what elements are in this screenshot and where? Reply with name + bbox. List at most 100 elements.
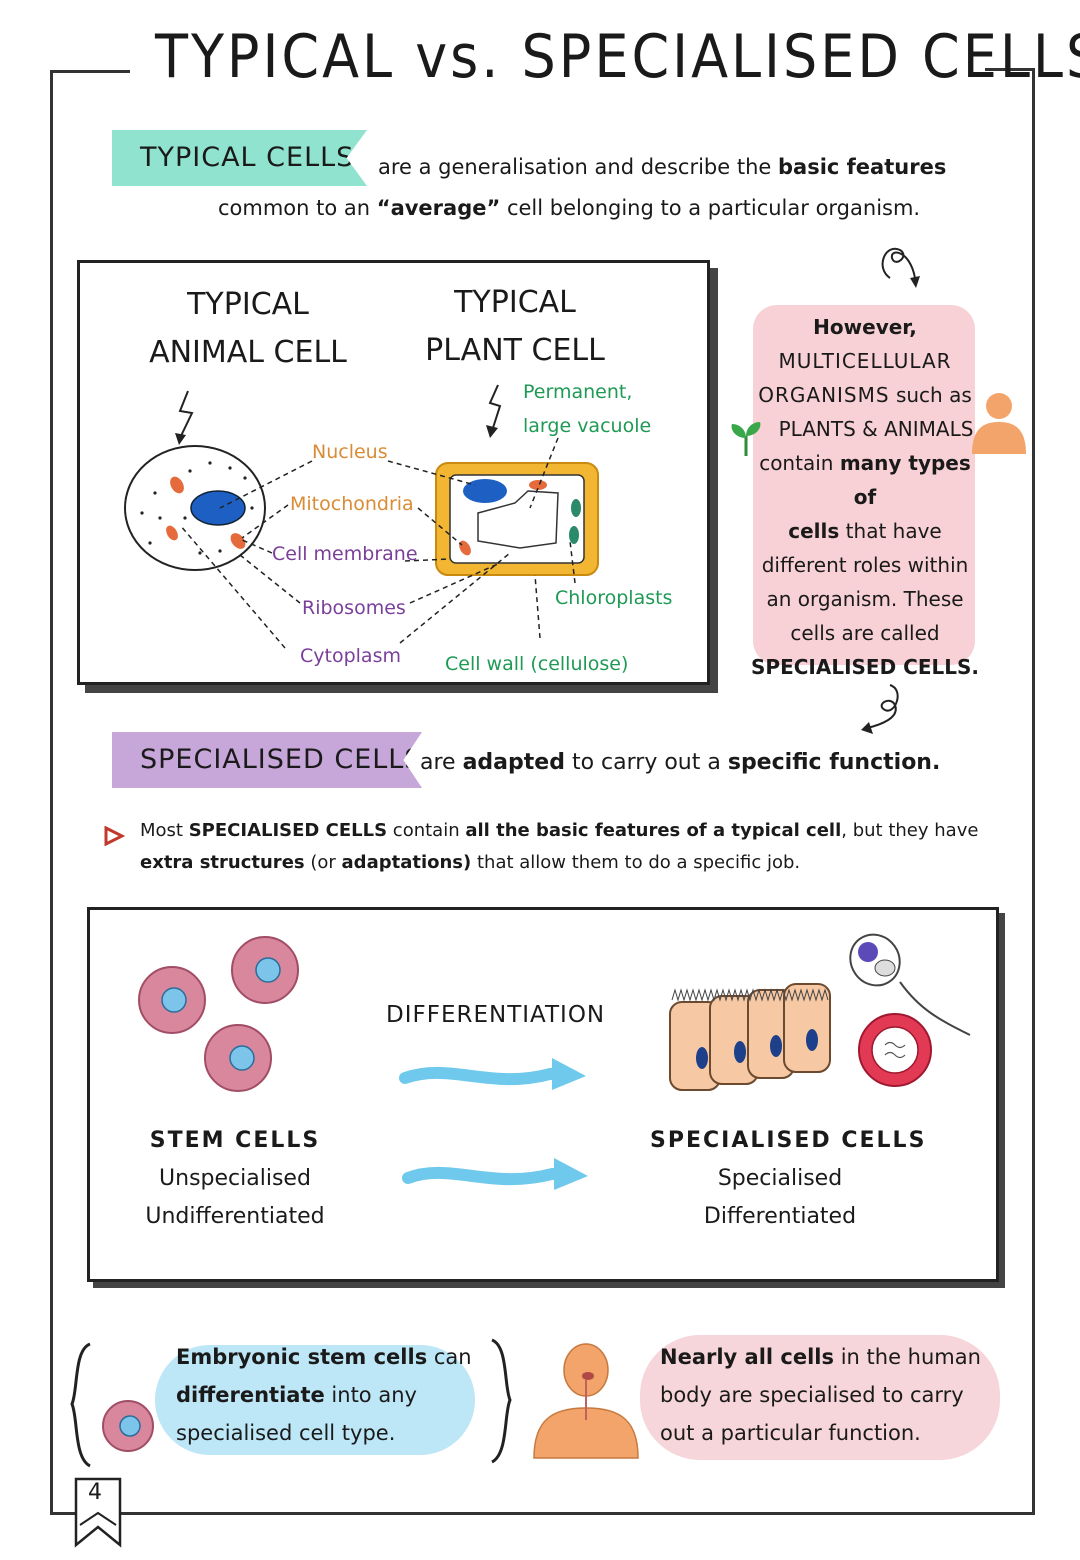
typical-cells-banner-label: TYPICAL CELLS <box>140 142 355 173</box>
specialised-cells-caption: SPECIALISED CELLS Specialised Differenti… <box>650 1122 924 1236</box>
note-line: such as <box>895 383 972 407</box>
page-number-bookmark <box>74 1477 122 1548</box>
note-text: into any <box>331 1383 417 1407</box>
mitochondrion <box>529 480 547 490</box>
note-line: MULTICELLULAR <box>778 349 952 373</box>
intro-text: cell belonging to a particular organism. <box>506 196 921 220</box>
intro-bold: basic features <box>778 155 947 179</box>
stem-cell-icon <box>102 1400 154 1452</box>
intro-text: are <box>420 750 456 775</box>
plant-arrow <box>488 384 502 432</box>
note-text: out a particular function. <box>660 1421 921 1445</box>
bullet-line-2: extra structures (or adaptations) that a… <box>140 852 800 873</box>
intro-bold: adapted <box>462 750 565 775</box>
embryonic-note-background <box>155 1345 475 1455</box>
embryonic-note: Embryonic stem cells can differentiate i… <box>176 1338 472 1452</box>
epithelial-cells-icon <box>669 983 831 1091</box>
note-text: in the human <box>840 1345 981 1369</box>
bullet-text: , but they have <box>841 820 979 841</box>
specialised-cells-banner: SPECIALISED CELLS <box>112 732 422 788</box>
label-nucleus: Nucleus <box>312 441 388 463</box>
human-body-icon <box>533 1343 639 1459</box>
note-line: many types of <box>839 451 971 509</box>
plant-arrow-head <box>486 425 498 438</box>
note-line: an organism. These <box>766 587 964 611</box>
animal-heading-2: ANIMAL CELL <box>149 335 347 370</box>
label-cytoplasm: Cytoplasm <box>300 645 401 667</box>
stem-cells-title: STEM CELLS <box>149 1128 321 1153</box>
animal-arrow <box>178 390 194 439</box>
bullet-line-1: Most SPECIALISED CELLS contain all the b… <box>140 820 978 841</box>
plant-heading-1: TYPICAL <box>454 285 576 320</box>
human-note: Nearly all cells in the human body are s… <box>660 1338 981 1452</box>
chloroplast <box>569 526 579 544</box>
intro-text: are a generalisation and describe the <box>378 155 772 179</box>
bullet-bold: SPECIALISED CELLS <box>188 820 388 841</box>
multicellular-note-background <box>753 305 975 665</box>
intro-bold: “average” <box>376 196 501 220</box>
sperm-cell-icon <box>849 933 971 1036</box>
plant-sprout-icon <box>731 422 761 456</box>
label-vacuole-2: large vacuole <box>523 415 652 437</box>
cell-diagram-box: TYPICAL ANIMAL CELL TYPICAL PLANT CELL <box>77 260 710 685</box>
differentiation-box: DIFFERENTIATION STEM CELLS Unspecialised… <box>87 907 999 1282</box>
stem-cells-line-2: Undifferentiated <box>145 1204 325 1229</box>
mitochondrion <box>230 533 246 549</box>
plant-vacuole <box>477 490 559 549</box>
blue-arrow-icon <box>402 1158 588 1190</box>
animal-heading-1: TYPICAL <box>187 287 309 322</box>
note-bold: differentiate <box>176 1383 325 1407</box>
ribosomes-dots <box>140 461 254 555</box>
left-brace-icon <box>70 1342 91 1468</box>
note-line: ORGANISMS <box>758 383 890 407</box>
page-frame <box>50 70 1035 1515</box>
specialised-intro: are adapted to carry out a specific func… <box>420 750 940 775</box>
note-text: specialised cell type. <box>176 1421 396 1445</box>
bullet-text: (or <box>310 852 336 873</box>
note-text: can <box>433 1345 472 1369</box>
bullet-bold: extra structures <box>140 852 305 873</box>
mitochondrion <box>170 476 184 494</box>
specialised-cells-line-2: Differentiated <box>703 1204 857 1229</box>
note-line: PLANTS & ANIMALS <box>778 417 974 441</box>
chloroplast <box>571 499 581 517</box>
human-figure-icon <box>972 393 1026 454</box>
bullet-bold: all the basic features of a typical cell <box>465 820 842 841</box>
cell-diagram-svg <box>124 384 599 649</box>
note-line: different roles within <box>761 553 969 577</box>
stem-cells-line-1: Unspecialised <box>159 1166 311 1191</box>
label-ribosomes: Ribosomes <box>302 597 406 619</box>
multicellular-note: However, MULTICELLULAR ORGANISMS such as… <box>745 310 985 684</box>
differentiation-label: DIFFERENTIATION <box>386 1002 606 1028</box>
plant-heading-2: PLANT CELL <box>425 333 605 368</box>
frame-top-left <box>50 70 130 73</box>
label-chloroplasts: Chloroplasts <box>555 587 673 609</box>
animal-nucleus <box>190 490 246 526</box>
typical-intro-line-2: common to an “average” cell belonging to… <box>218 196 920 220</box>
bullet-text: Most <box>140 820 183 841</box>
stem-cells-caption: STEM CELLS Unspecialised Undifferentiate… <box>120 1122 350 1236</box>
note-text: body are specialised to carry <box>660 1383 964 1407</box>
typical-cells-banner: TYPICAL CELLS <box>112 130 367 186</box>
human-note-background <box>640 1335 1000 1460</box>
intro-text: common to an <box>218 196 371 220</box>
bullet-bold: adaptations) <box>341 852 472 873</box>
bullet-text: that allow them to do a specific job. <box>476 852 801 873</box>
page-number: 4 <box>88 1480 102 1505</box>
note-bold: Nearly all cells <box>660 1345 835 1369</box>
note-line: that have <box>845 519 942 543</box>
blue-arrow-icon <box>399 1058 586 1090</box>
note-line: However, <box>813 315 917 339</box>
intro-bold: specific function. <box>727 750 941 775</box>
note-line: cells are called <box>790 621 940 645</box>
plant-cell-heading: TYPICAL PLANT CELL <box>400 279 630 375</box>
frame-top-right <box>985 68 1035 71</box>
note-line: SPECIALISED CELLS. <box>751 655 979 679</box>
label-mitochondria: Mitochondria <box>290 493 414 515</box>
stem-cells-icon <box>138 936 299 1092</box>
right-brace-icon <box>491 1338 512 1464</box>
specialised-cells-banner-label: SPECIALISED CELLS <box>140 744 423 775</box>
triangle-bullet-icon <box>104 826 125 846</box>
label-vacuole-1: Permanent, <box>523 381 633 403</box>
leader-lines <box>179 437 576 649</box>
